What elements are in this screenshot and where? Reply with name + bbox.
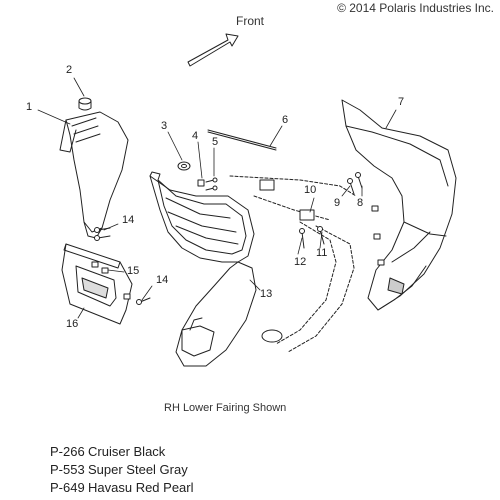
part-14-screws <box>94 227 151 305</box>
callout-12: 12 <box>294 256 307 268</box>
callout-14-lower: 14 <box>156 274 169 286</box>
part-8-9-screws <box>347 172 385 266</box>
legend-code: P-553 <box>50 462 85 477</box>
part-11-12-screws <box>299 226 325 249</box>
part-1-deflector <box>59 111 129 239</box>
callout-7: 7 <box>398 96 405 108</box>
copyright-text: © 2014 Polaris Industries Inc. <box>337 1 494 15</box>
part-6-rod <box>207 129 277 151</box>
callout-16: 16 <box>66 318 79 330</box>
callout-9: 9 <box>334 197 341 209</box>
callout-13: 13 <box>260 288 273 300</box>
front-arrow-icon <box>187 33 239 67</box>
callout-11: 11 <box>316 247 328 259</box>
dashed-guide <box>229 175 357 353</box>
callout-4: 4 <box>192 130 199 142</box>
part-3-grommet <box>177 161 191 171</box>
part-15-clips <box>91 261 131 300</box>
callout-5: 5 <box>212 136 219 148</box>
diagram-caption: RH Lower Fairing Shown <box>164 402 287 414</box>
callout-2: 2 <box>66 64 73 76</box>
part-16-lower-panel <box>61 243 133 325</box>
leader-lines <box>37 77 397 319</box>
callout-10: 10 <box>304 184 317 196</box>
callout-1: 1 <box>26 101 33 113</box>
callout-15: 15 <box>127 265 140 277</box>
front-direction-label: Front <box>236 14 265 28</box>
callout-3: 3 <box>161 120 168 132</box>
part-13-inner-fairing <box>149 171 257 367</box>
callout-14-upper: 14 <box>122 214 135 226</box>
part-2-grommet <box>78 97 92 111</box>
part-10-bracket <box>259 179 315 343</box>
part-7-outer-fairing <box>341 99 457 311</box>
callout-6: 6 <box>282 114 289 126</box>
callout-8: 8 <box>357 197 364 209</box>
legend-code: P-649 <box>50 480 85 495</box>
legend-color: Havasu Red Pearl <box>88 480 194 495</box>
legend-color: Super Steel Gray <box>88 462 188 477</box>
part-4-5-fasteners <box>197 177 218 191</box>
legend-color: Cruiser Black <box>88 444 166 459</box>
legend-code: P-266 <box>50 444 85 459</box>
